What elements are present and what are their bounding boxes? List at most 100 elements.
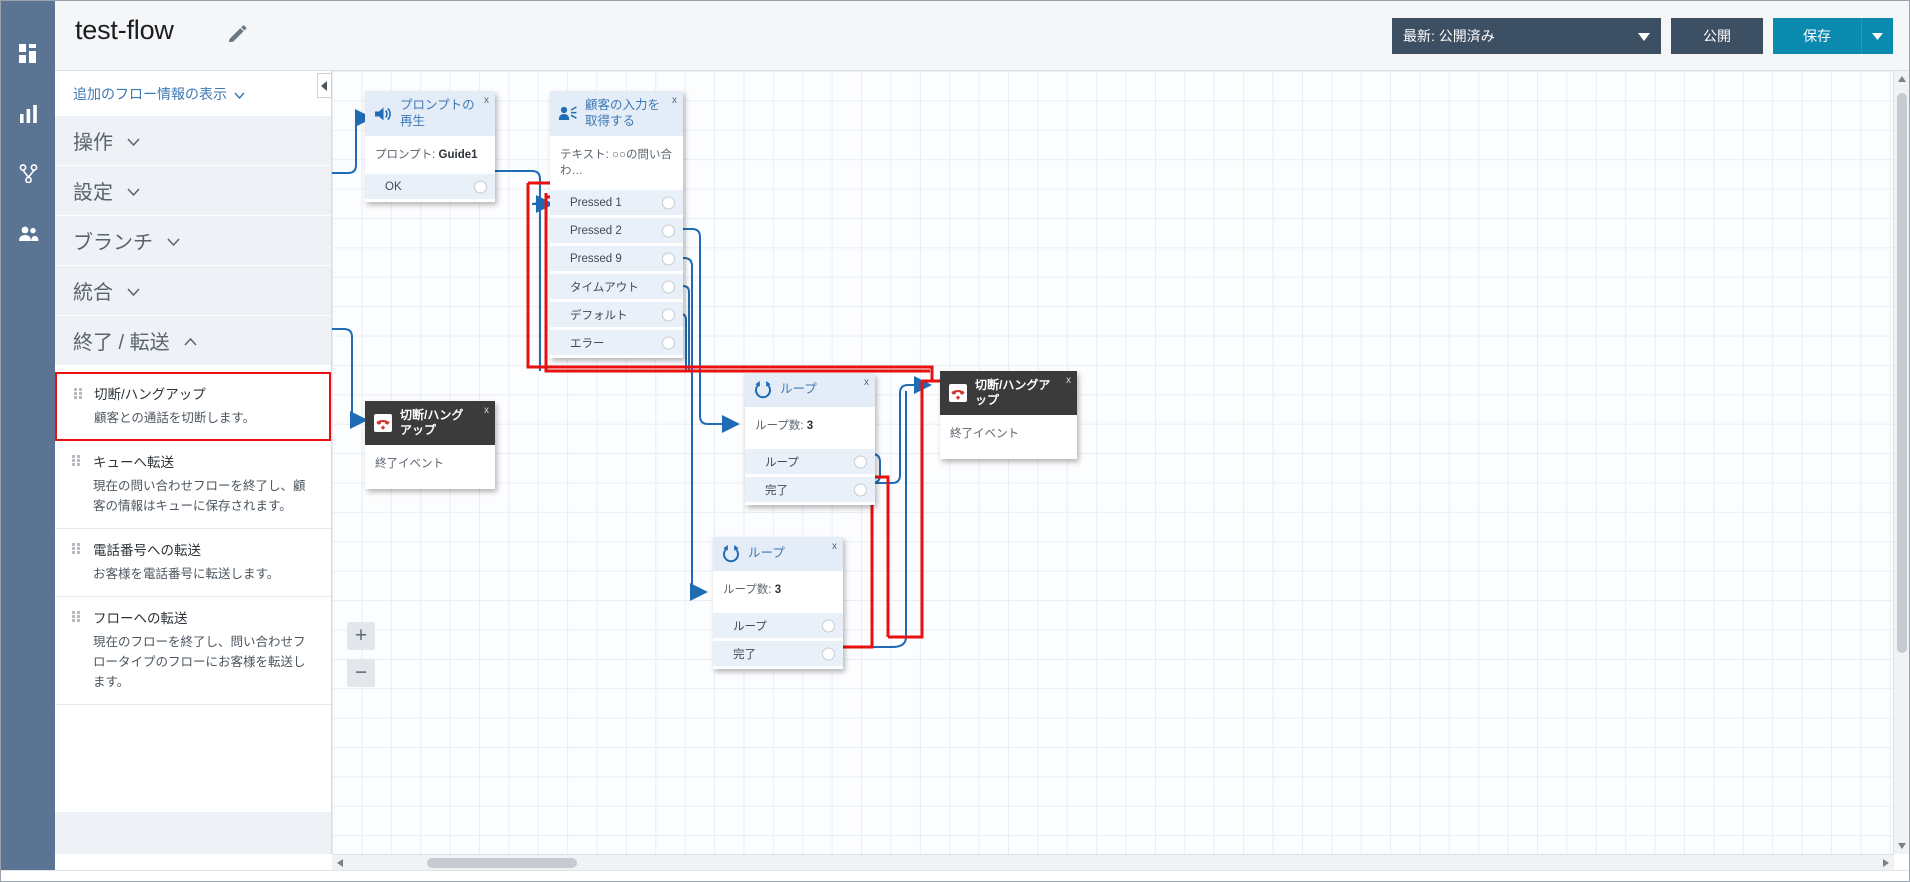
node-port-complete[interactable]: 完了: [713, 641, 843, 666]
rail-flows[interactable]: [1, 147, 55, 199]
toolbox-item-disconnect-hangup[interactable]: 切断/ハングアップ 顧客との通話を切断します。: [55, 372, 331, 441]
flow-canvas[interactable]: プロンプトの再生 x プロンプト: Guide1 OK: [332, 71, 1909, 854]
toolbox-section-settings[interactable]: 設定: [55, 166, 331, 216]
node-port-ok[interactable]: OK: [365, 174, 495, 200]
pencil-icon[interactable]: [225, 23, 249, 47]
node-port-error[interactable]: エラー: [550, 330, 683, 356]
rail-people[interactable]: [1, 207, 55, 259]
node-port-default[interactable]: デフォルト: [550, 302, 683, 328]
app-header: test-flow 最新: 公開済み 公開 保存: [55, 1, 1909, 71]
window-bottom-strip: [1, 870, 1909, 881]
toolbox-panel: 追加のフロー情報の表示 操作 設定 ブランチ 統合: [55, 71, 332, 854]
node-header[interactable]: 切断/ハングアップ x: [940, 371, 1077, 415]
save-button[interactable]: 保存: [1773, 18, 1861, 54]
close-icon[interactable]: x: [484, 95, 489, 106]
toolbox-section-label: 終了 / 転送: [73, 332, 170, 354]
node-subtitle-value: 3: [774, 584, 782, 596]
drag-handle-icon[interactable]: [72, 455, 80, 467]
chevron-down-icon: [127, 179, 140, 202]
toolbox-item-transfer-to-phone-number[interactable]: 電話番号への転送 お客様を電話番号に転送します。: [55, 529, 331, 597]
port-connector-dot[interactable]: [474, 180, 487, 194]
toolbox-section-actions[interactable]: 操作: [55, 116, 331, 166]
flow-node-loop-1[interactable]: ループ x ループ数: 3 ループ 完了: [745, 373, 875, 505]
version-select[interactable]: 最新: 公開済み: [1392, 18, 1661, 54]
port-connector-dot[interactable]: [662, 196, 675, 210]
node-port-timeout[interactable]: タイムアウト: [550, 274, 683, 300]
toolbox-item-transfer-to-flow[interactable]: フローへの転送 現在のフローを終了し、問い合わせフロータイプのフローにお客様を転…: [55, 597, 331, 705]
port-connector-dot[interactable]: [662, 308, 675, 322]
scroll-left-arrow-icon[interactable]: [332, 855, 348, 871]
node-port-label: ループ: [733, 620, 767, 633]
flow-node-loop-2[interactable]: ループ x ループ数: 3 ループ 完了: [713, 537, 843, 669]
save-button-group: 保存: [1773, 18, 1893, 54]
close-icon[interactable]: x: [484, 405, 489, 416]
node-port-pressed-9[interactable]: Pressed 9: [550, 246, 683, 272]
node-header[interactable]: 顧客の入力を取得する x: [550, 91, 683, 137]
node-subtitle-prefix: 終了イベント: [375, 458, 444, 470]
node-header[interactable]: プロンプトの再生 x: [365, 91, 495, 137]
toolbox-item-transfer-to-queue[interactable]: キューへ転送 現在の問い合わせフローを終了し、顧客の情報はキューに保存されます。: [55, 441, 331, 529]
flow-node-play-prompt[interactable]: プロンプトの再生 x プロンプト: Guide1 OK: [365, 91, 495, 203]
node-header[interactable]: ループ x: [745, 373, 875, 407]
page-title: test-flow: [75, 15, 174, 45]
zoom-in-button[interactable]: +: [347, 622, 375, 650]
node-title: ループ: [748, 546, 785, 561]
horizontal-scroll-thumb[interactable]: [427, 858, 577, 868]
rail-dashboard[interactable]: [1, 27, 55, 79]
node-header[interactable]: 切断/ハングアップ x: [365, 401, 495, 445]
toolbox-collapse-button[interactable]: [317, 73, 332, 98]
close-icon[interactable]: x: [832, 541, 837, 552]
toolbox-section-branch[interactable]: ブランチ: [55, 216, 331, 266]
canvas-horizontal-scrollbar[interactable]: [332, 854, 1894, 870]
flow-node-hangup-1[interactable]: 切断/ハングアップ x 終了イベント: [365, 401, 495, 489]
scroll-right-arrow-icon[interactable]: [1878, 855, 1894, 871]
node-subtitle: ループ数: 3: [713, 571, 843, 613]
port-connector-dot[interactable]: [854, 483, 867, 496]
drag-handle-icon[interactable]: [72, 543, 80, 555]
chevron-down-icon: [1638, 28, 1650, 44]
close-icon[interactable]: x: [864, 377, 869, 388]
vertical-scroll-thumb[interactable]: [1897, 93, 1907, 653]
node-subtitle: 終了イベント: [365, 445, 495, 489]
chevron-down-icon: [167, 229, 180, 252]
scroll-down-arrow-icon[interactable]: [1894, 838, 1909, 854]
node-port-loop[interactable]: ループ: [713, 613, 843, 638]
node-port-label: 完了: [765, 484, 788, 497]
node-subtitle-prefix: テキスト:: [560, 149, 613, 162]
customer-input-icon: [558, 104, 578, 124]
node-port-complete[interactable]: 完了: [745, 477, 875, 502]
port-connector-dot[interactable]: [854, 455, 867, 468]
port-connector-dot[interactable]: [822, 647, 835, 660]
rail-analytics[interactable]: [1, 87, 55, 139]
port-connector-dot[interactable]: [662, 280, 675, 294]
save-dropdown-button[interactable]: [1861, 18, 1893, 54]
toolbox-item-desc: お客様を電話番号に転送します。: [93, 567, 280, 581]
toolbox-item-title: フローへの転送: [93, 611, 188, 626]
publish-button[interactable]: 公開: [1671, 18, 1763, 54]
toolbox-item-desc: 現在の問い合わせフローを終了し、顧客の情報はキューに保存されます。: [93, 479, 306, 513]
drag-handle-icon[interactable]: [74, 388, 82, 400]
toolbox-item-desc: 現在のフローを終了し、問い合わせフロータイプのフローにお客様を転送します。: [93, 635, 306, 689]
node-port-pressed-2[interactable]: Pressed 2: [550, 218, 683, 244]
close-icon[interactable]: x: [672, 95, 677, 106]
node-subtitle-prefix: ループ数:: [755, 420, 807, 432]
canvas-vertical-scrollbar[interactable]: [1893, 71, 1909, 854]
port-connector-dot[interactable]: [822, 619, 835, 632]
toolbox-section-integration[interactable]: 統合: [55, 266, 331, 316]
node-subtitle-value: ○○の問い合わ…: [560, 149, 672, 178]
node-header[interactable]: ループ x: [713, 537, 843, 571]
port-connector-dot[interactable]: [662, 336, 675, 350]
port-connector-dot[interactable]: [662, 252, 675, 266]
zoom-out-button[interactable]: −: [347, 659, 375, 687]
flow-node-hangup-2[interactable]: 切断/ハングアップ x 終了イベント: [940, 371, 1077, 459]
port-connector-dot[interactable]: [662, 224, 675, 238]
close-icon[interactable]: x: [1066, 375, 1071, 386]
flow-node-get-customer-input[interactable]: 顧客の入力を取得する x テキスト: ○○の問い合わ… Pressed 1 Pr…: [550, 91, 683, 359]
show-additional-flow-info-link[interactable]: 追加のフロー情報の表示: [55, 71, 331, 116]
scroll-up-arrow-icon[interactable]: [1894, 71, 1909, 87]
chevron-up-icon: [184, 329, 197, 352]
drag-handle-icon[interactable]: [72, 611, 80, 623]
node-port-loop[interactable]: ループ: [745, 449, 875, 474]
toolbox-section-terminate-transfer[interactable]: 終了 / 転送: [55, 316, 331, 366]
node-port-pressed-1[interactable]: Pressed 1: [550, 190, 683, 216]
